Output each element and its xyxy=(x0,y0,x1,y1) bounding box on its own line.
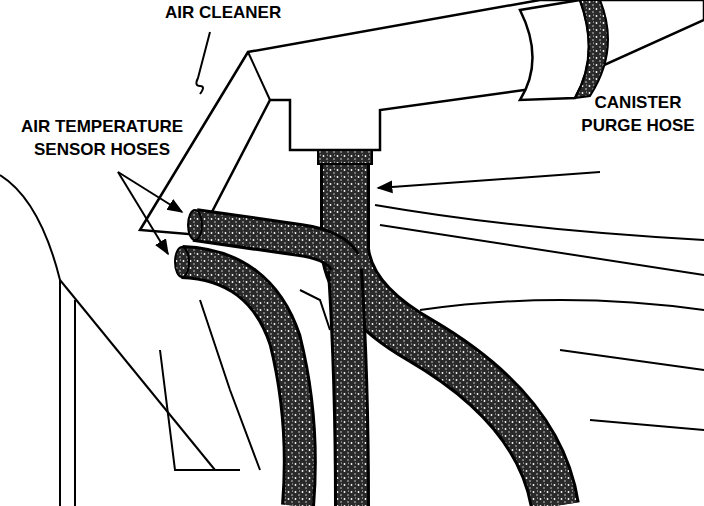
part-label: CANISTER PURGE HOSE xyxy=(580,92,696,138)
part-label: AIR CLEANER xyxy=(165,2,325,25)
wire xyxy=(560,350,704,370)
leader-line xyxy=(118,172,182,212)
wire xyxy=(590,420,704,430)
panel-edge xyxy=(0,175,60,506)
panel-edge xyxy=(60,280,215,470)
clip xyxy=(300,290,330,330)
bracket xyxy=(200,300,260,470)
bracket xyxy=(160,350,240,470)
hoses xyxy=(182,155,555,506)
hose-outline xyxy=(345,155,555,506)
part-label: AIR TEMPERATURE SENSOR HOSES xyxy=(2,116,202,162)
sensor-hose xyxy=(182,262,300,506)
leaders xyxy=(118,32,600,254)
leader-line xyxy=(378,172,600,188)
air-duct xyxy=(520,0,589,100)
air-cleaner-housing xyxy=(140,0,704,235)
hose-collar xyxy=(318,150,372,164)
wire xyxy=(420,300,704,310)
hose-end xyxy=(188,210,202,240)
hose-branch xyxy=(345,270,352,506)
duct-ribs xyxy=(575,0,608,98)
leader-line xyxy=(196,32,210,94)
wire xyxy=(375,205,704,240)
panel-edge xyxy=(74,300,76,506)
hose-outline xyxy=(345,270,352,506)
wire xyxy=(380,225,704,275)
canister-purge-hose xyxy=(345,155,555,506)
hose-outline xyxy=(182,262,300,506)
leader-line xyxy=(118,172,168,254)
hose-end xyxy=(175,247,189,277)
housing-edge xyxy=(248,52,270,100)
